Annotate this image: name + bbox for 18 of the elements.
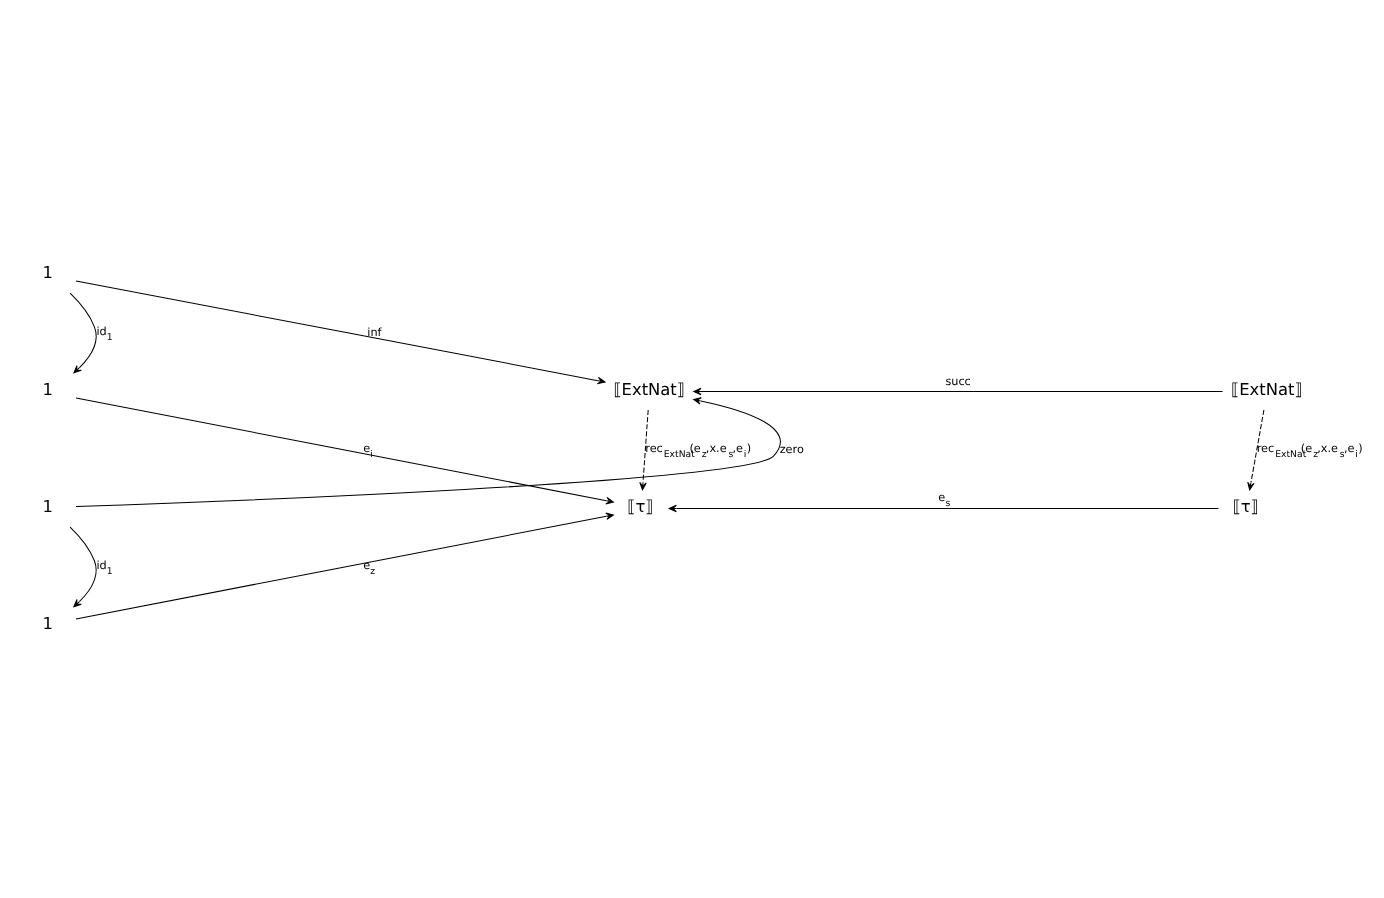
arrow [1247,408,1265,490]
arrow [75,396,614,504]
arrow [75,396,781,507]
node-text: ⟦τ⟧ [627,495,654,516]
node-text: 1 [42,495,54,516]
arrow [639,408,649,490]
node-text: ⟦ExtNat⟧ [1231,378,1303,399]
arrow [75,511,614,619]
arrow [69,291,97,373]
arrow [668,503,1219,512]
node-text: 1 [42,261,54,282]
node-text: 1 [42,378,54,399]
arrow [69,525,97,607]
node-text: 1 [42,612,54,633]
arrow [75,279,606,384]
node-text: ⟦ExtNat⟧ [613,378,685,399]
node-text: ⟦τ⟧ [1232,495,1259,516]
arrow [693,386,1224,395]
